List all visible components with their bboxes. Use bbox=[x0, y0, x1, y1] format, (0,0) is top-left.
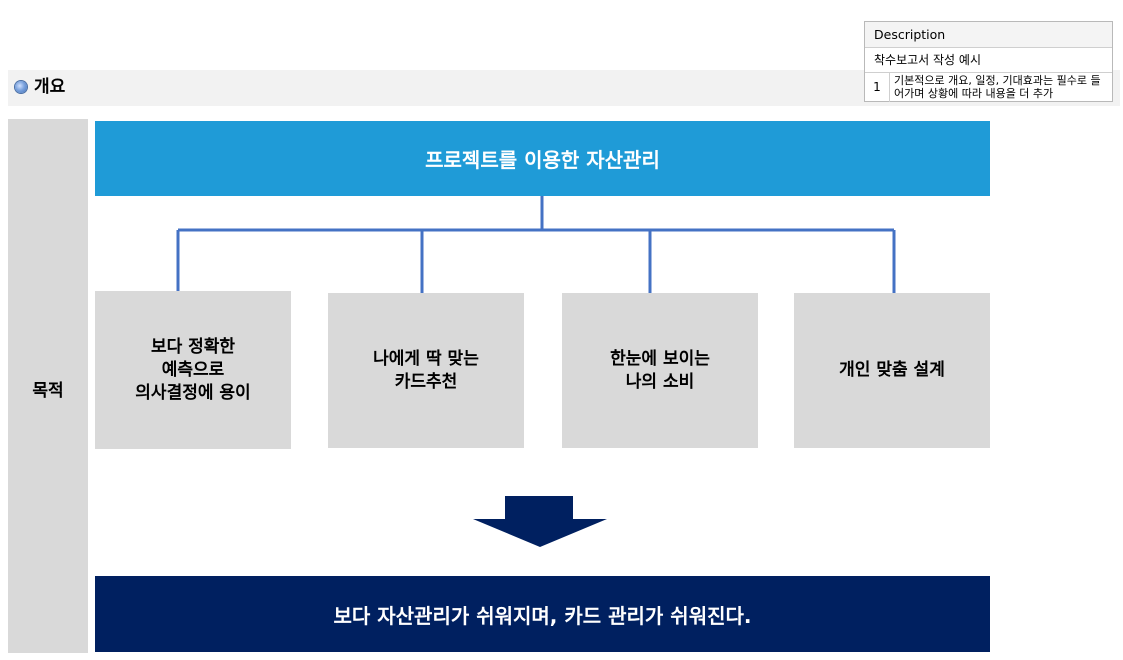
description-row-number: 1 bbox=[865, 73, 890, 102]
description-row: 1 기본적으로 개요, 일정, 기대효과는 필수로 들어가며 상황에 따라 내용… bbox=[865, 73, 1112, 102]
description-row-text: 기본적으로 개요, 일정, 기대효과는 필수로 들어가며 상황에 따라 내용을 … bbox=[894, 74, 1101, 100]
child-node-2: 나에게 딱 맞는 카드추천 bbox=[328, 293, 524, 448]
side-label-purpose: 목적 bbox=[32, 381, 64, 401]
child-node-1: 보다 정확한 예측으로 의사결정에 용이 bbox=[95, 291, 291, 449]
section-title: 개요 bbox=[34, 77, 66, 97]
top-node: 프로젝트를 이용한 자산관리 bbox=[95, 121, 990, 196]
description-subtitle: 착수보고서 작성 예시 bbox=[865, 48, 1112, 73]
down-arrow-icon bbox=[473, 496, 607, 547]
side-column bbox=[8, 119, 88, 653]
child-node-3: 한눈에 보이는 나의 소비 bbox=[562, 293, 758, 448]
child-node-4: 개인 맞춤 설계 bbox=[794, 293, 990, 448]
result-node: 보다 자산관리가 쉬워지며, 카드 관리가 쉬워진다. bbox=[95, 576, 990, 652]
bullet-circle-icon bbox=[15, 81, 27, 93]
description-header: Description bbox=[865, 22, 1112, 48]
description-panel: Description 착수보고서 작성 예시 1 기본적으로 개요, 일정, … bbox=[864, 21, 1113, 102]
